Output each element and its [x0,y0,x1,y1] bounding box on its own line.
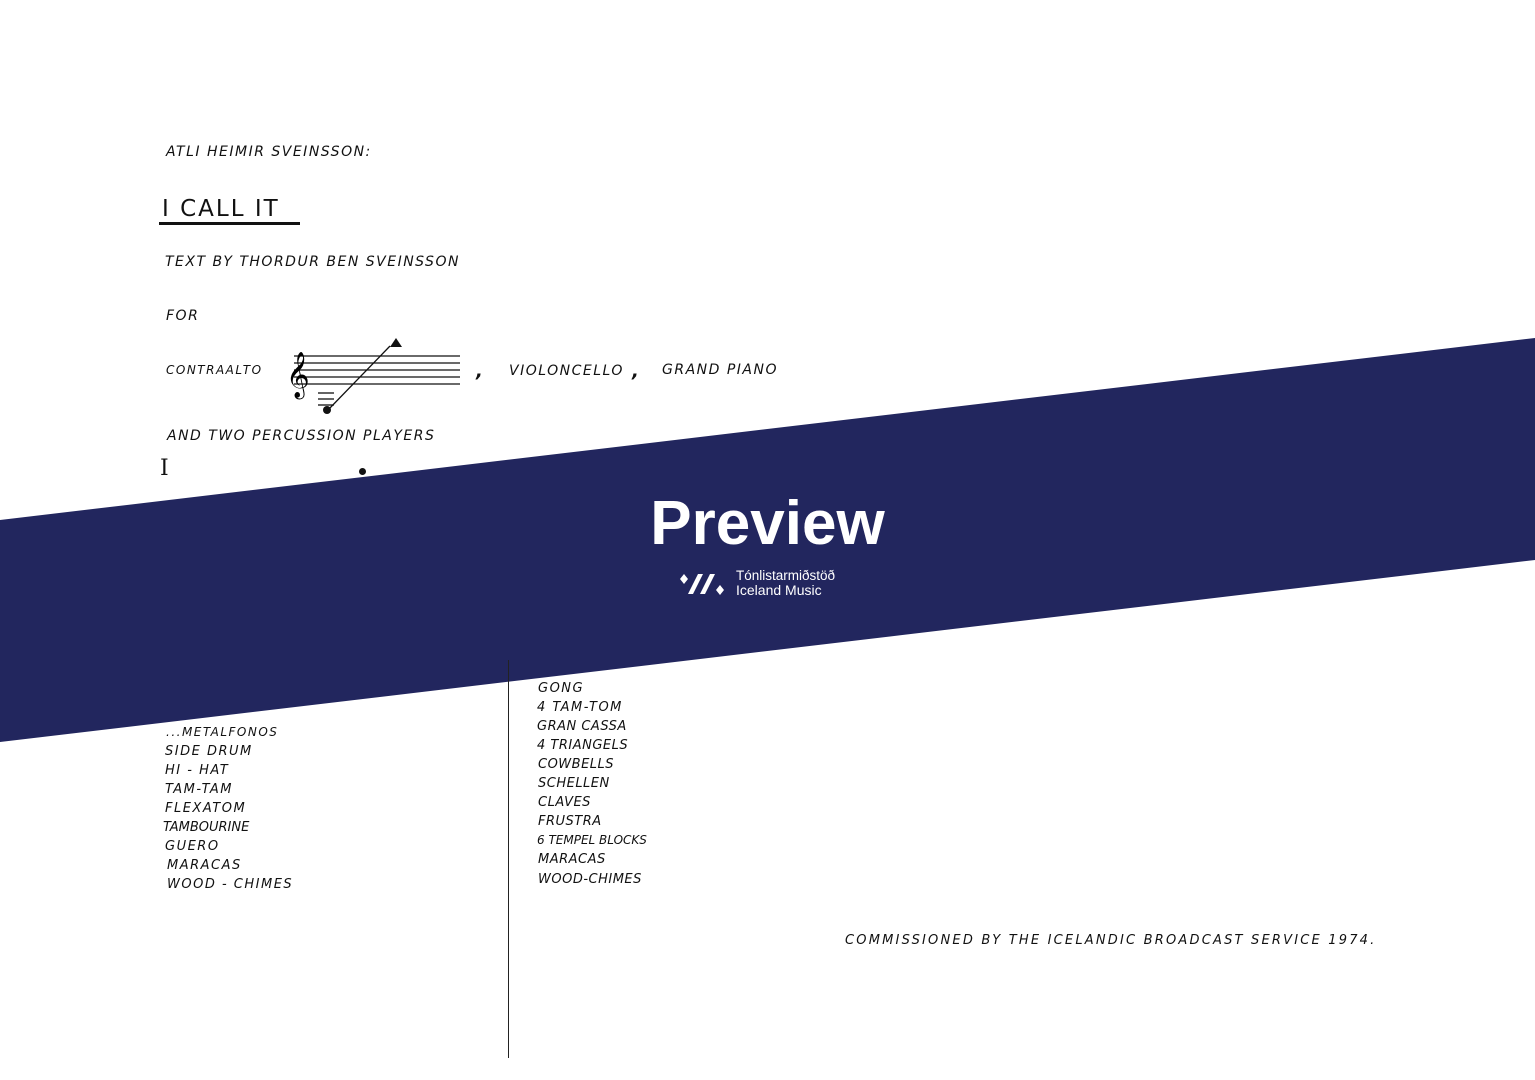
voice-label: CONTRAALTO [166,363,263,377]
list-item: SCHELLEN [538,776,610,791]
list-item: SIDE DRUM [165,744,253,759]
brand-logo: Tónlistarmiðstöð Iceland Music [678,568,835,598]
composer-name: ATLI HEIMIR SVEINSSON: [166,144,372,160]
list-item: 4 TRIANGELS [537,738,629,753]
piano-label: GRAND PIANO [662,362,778,378]
column-divider [508,660,509,1058]
list-item: 6 TEMPEL BLOCKS [537,833,647,847]
list-item: MARACAS [167,858,242,873]
percussion-label: AND TWO PERCUSSION PLAYERS [167,428,436,444]
list-item: GUERO [165,839,220,854]
iceland-music-logo-icon [680,574,724,595]
commission-note: COMMISSIONED BY THE ICELANDIC BROADCAST … [845,933,1377,948]
dot-mark [359,468,366,475]
brand-name-is: Tónlistarmiðstöð [736,568,836,583]
list-item: TAMBOURINE [163,820,250,835]
list-item: TAM-TAM [165,782,233,797]
cello-label: VIOLONCELLO [509,363,624,379]
list-item: HI - HAT [165,763,230,778]
treble-clef-icon: 𝄞 [286,352,310,400]
preview-label: Preview [650,489,885,558]
list-item: COWBELLS [538,757,615,772]
list-item: CLAVES [538,795,591,810]
list-item: GONG [538,681,585,696]
for-label: FOR [166,308,200,324]
comma: , [632,361,641,382]
list-item: FLEXATOM [165,801,247,816]
section-mark: I [160,456,169,481]
text-credit: TEXT BY THORDUR BEN SVEINSSON [165,254,460,270]
list-item: GRAN CASSA [537,719,627,734]
list-item: 4 TAM-TOM [537,700,623,715]
work-title: I CALL IT [162,196,280,222]
comma: , [476,361,485,382]
list-item: ...METALFONOS [166,725,279,739]
list-item: FRUSTRA [538,814,602,829]
list-item: MARACAS [538,852,606,867]
title-underline [159,222,300,225]
list-item: WOOD - CHIMES [167,877,294,892]
brand-name-en: Iceland Music [736,582,822,598]
vocal-range-staff: 𝄞 [286,338,460,414]
list-item: WOOD-CHIMES [538,872,642,887]
